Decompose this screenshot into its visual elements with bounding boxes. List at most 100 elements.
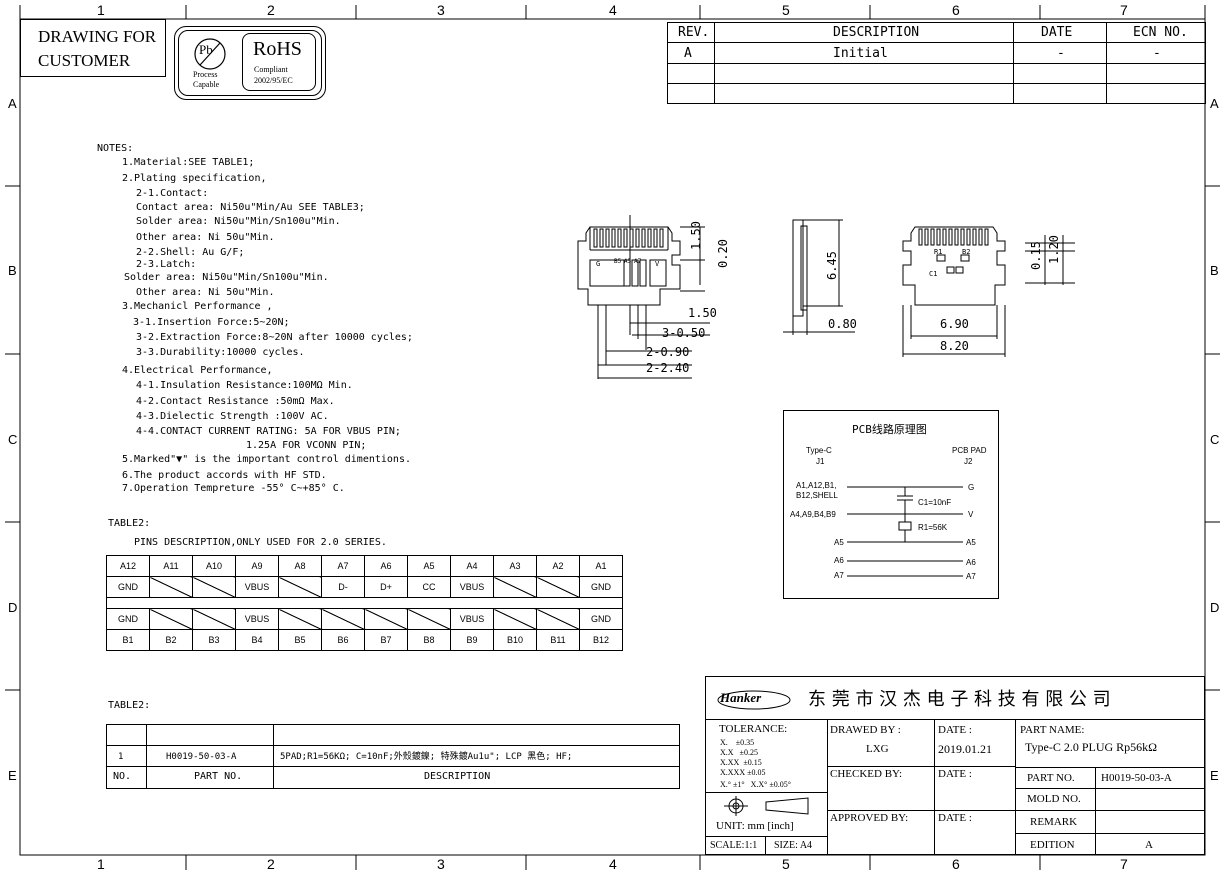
unit-label: UNIT: mm [inch]	[716, 820, 794, 832]
note-line: 2-3.Latch:	[136, 259, 197, 270]
pad-label-g: G	[596, 260, 601, 268]
back-label-r1: R1	[934, 248, 943, 256]
func-cell-empty	[536, 576, 580, 598]
note-line: 2-1.Contact:	[136, 188, 209, 199]
func-cell: D-	[321, 576, 365, 598]
drawn-by-value: LXG	[866, 743, 889, 755]
pad-label-a7: A7	[634, 258, 642, 265]
note-line: 6.The product accords with HF STD.	[122, 470, 327, 481]
func-cell-empty	[192, 608, 236, 630]
pcb-row-a7-left: A7	[834, 571, 844, 580]
parts-header-no: NO.	[113, 771, 132, 782]
tolerance-title: TOLERANCE:	[719, 723, 788, 735]
pin-cell: A4	[450, 555, 494, 577]
row-marker-c: C	[8, 432, 18, 447]
title-block-grid	[705, 676, 1205, 855]
dim-8-20: 8.20	[940, 339, 969, 353]
side-view-drawing	[783, 219, 855, 335]
pb-caption-2: Capable	[193, 80, 220, 89]
pcb-wiring	[847, 486, 963, 577]
pcb-schematic-box	[783, 410, 999, 599]
pin-cell: A2	[536, 555, 580, 577]
func-cell: GND	[579, 608, 623, 630]
func-cell-empty	[536, 608, 580, 630]
revision-table	[667, 22, 1206, 104]
func-cell-empty	[192, 576, 236, 598]
pcb-row-a6-right: A6	[966, 558, 976, 567]
pcb-title: PCB线路原理图	[852, 423, 927, 436]
pin-cell: A6	[364, 555, 408, 577]
pcb-row-gnd-left: A1,A12,B1, B12,SHELL	[796, 481, 838, 500]
edition-label: EDITION	[1030, 839, 1075, 851]
note-line: 1.25A FOR VCONN PIN;	[246, 440, 367, 451]
dim-1-50: 1.50	[688, 306, 717, 320]
pad-label-b5: B5	[614, 258, 622, 265]
pin-cell: B8	[407, 629, 451, 651]
row-marker-c-right: C	[1210, 432, 1220, 447]
note-line: 2-2.Shell: Au G/F;	[136, 247, 245, 258]
approved-date-label: DATE :	[938, 812, 972, 824]
func-cell: D+	[364, 576, 408, 598]
note-line: Solder area: Ni50u"Min/Sn100u"Min.	[124, 272, 329, 283]
dim-6-45: 6.45	[825, 251, 839, 280]
row-marker-a-right: A	[1210, 96, 1219, 111]
edition-value: A	[1145, 839, 1153, 851]
func-cell-empty	[493, 576, 537, 598]
pcb-capacitor-label: C1=10nF	[918, 498, 952, 507]
func-cell-empty	[149, 576, 193, 598]
rev-header: REV.	[678, 25, 710, 40]
pin-cell: A7	[321, 555, 365, 577]
func-cell-empty	[364, 608, 408, 630]
ecn-header: ECN NO.	[1133, 25, 1188, 40]
pb-mark: Pb	[199, 42, 213, 57]
rohs-badge	[174, 26, 326, 100]
pin-cell: A3	[493, 555, 537, 577]
note-line: NOTES:	[97, 143, 134, 154]
func-cell: VBUS	[450, 576, 494, 598]
note-line: 2.Plating specification,	[122, 173, 267, 184]
pin-cell: B5	[278, 629, 322, 651]
note-line: Contact area: Ni50u"Min/Au SEE TABLE3;	[136, 202, 365, 213]
approved-by-label: APPROVED BY:	[830, 812, 909, 824]
note-line: 4-3.Dielectic Strength :100V AC.	[136, 411, 329, 422]
func-cell-empty	[493, 608, 537, 630]
pcb-row-a5-right: A5	[966, 538, 976, 547]
func-cell-empty	[278, 608, 322, 630]
pin-cell: A9	[235, 555, 279, 577]
col-marker-5: 5	[782, 2, 790, 18]
dim-2-0-90: 2-0.90	[646, 345, 690, 359]
parts-row-description: 5PAD;R1=56KΩ; C=10nF;外殼鍍鎳; 特殊鍍Au1u"; LCP…	[280, 752, 573, 762]
note-line: 3-1.Insertion Force:5~20N;	[133, 317, 290, 328]
col-marker-1: 1	[97, 2, 105, 18]
pcb-row-vbus-right: V	[968, 510, 974, 519]
company-logo	[717, 690, 791, 710]
func-cell: VBUS	[235, 608, 279, 630]
pin-cell: B7	[364, 629, 408, 651]
func-cell: VBUS	[450, 608, 494, 630]
note-line: 4.Electrical Performance,	[122, 365, 273, 376]
rohs-title: RoHS	[253, 38, 302, 60]
note-line: Solder area: Ni50u"Min/Sn100u"Min.	[136, 216, 341, 227]
pb-free-icon	[194, 38, 226, 70]
date-label: DATE :	[938, 724, 972, 736]
rohs-caption-1: Compliant	[254, 65, 288, 74]
row-marker-d-right: D	[1210, 600, 1220, 615]
row-marker-e: E	[8, 768, 17, 783]
note-line: 3.Mechanicl Performance ,	[122, 301, 273, 312]
checked-by-label: CHECKED BY:	[830, 768, 903, 780]
company-name: 东 莞 市 汉 杰 电 子 科 技 有 限 公 司	[808, 689, 1111, 710]
pin-cell: B6	[321, 629, 365, 651]
pin-cell: B2	[149, 629, 193, 651]
parts-header-part-no: PART NO.	[194, 771, 243, 782]
row-marker-b-right: B	[1210, 263, 1219, 278]
mold-no-label: MOLD NO.	[1027, 793, 1081, 805]
row-marker-b: B	[8, 263, 17, 278]
front-view-drawing	[577, 215, 710, 379]
date-value: 2019.01.21	[938, 742, 992, 756]
part-name-value: Type-C 2.0 PLUG Rp56kΩ	[1025, 740, 1158, 754]
spacer-cell	[106, 597, 623, 609]
rev-value: A	[684, 46, 692, 61]
